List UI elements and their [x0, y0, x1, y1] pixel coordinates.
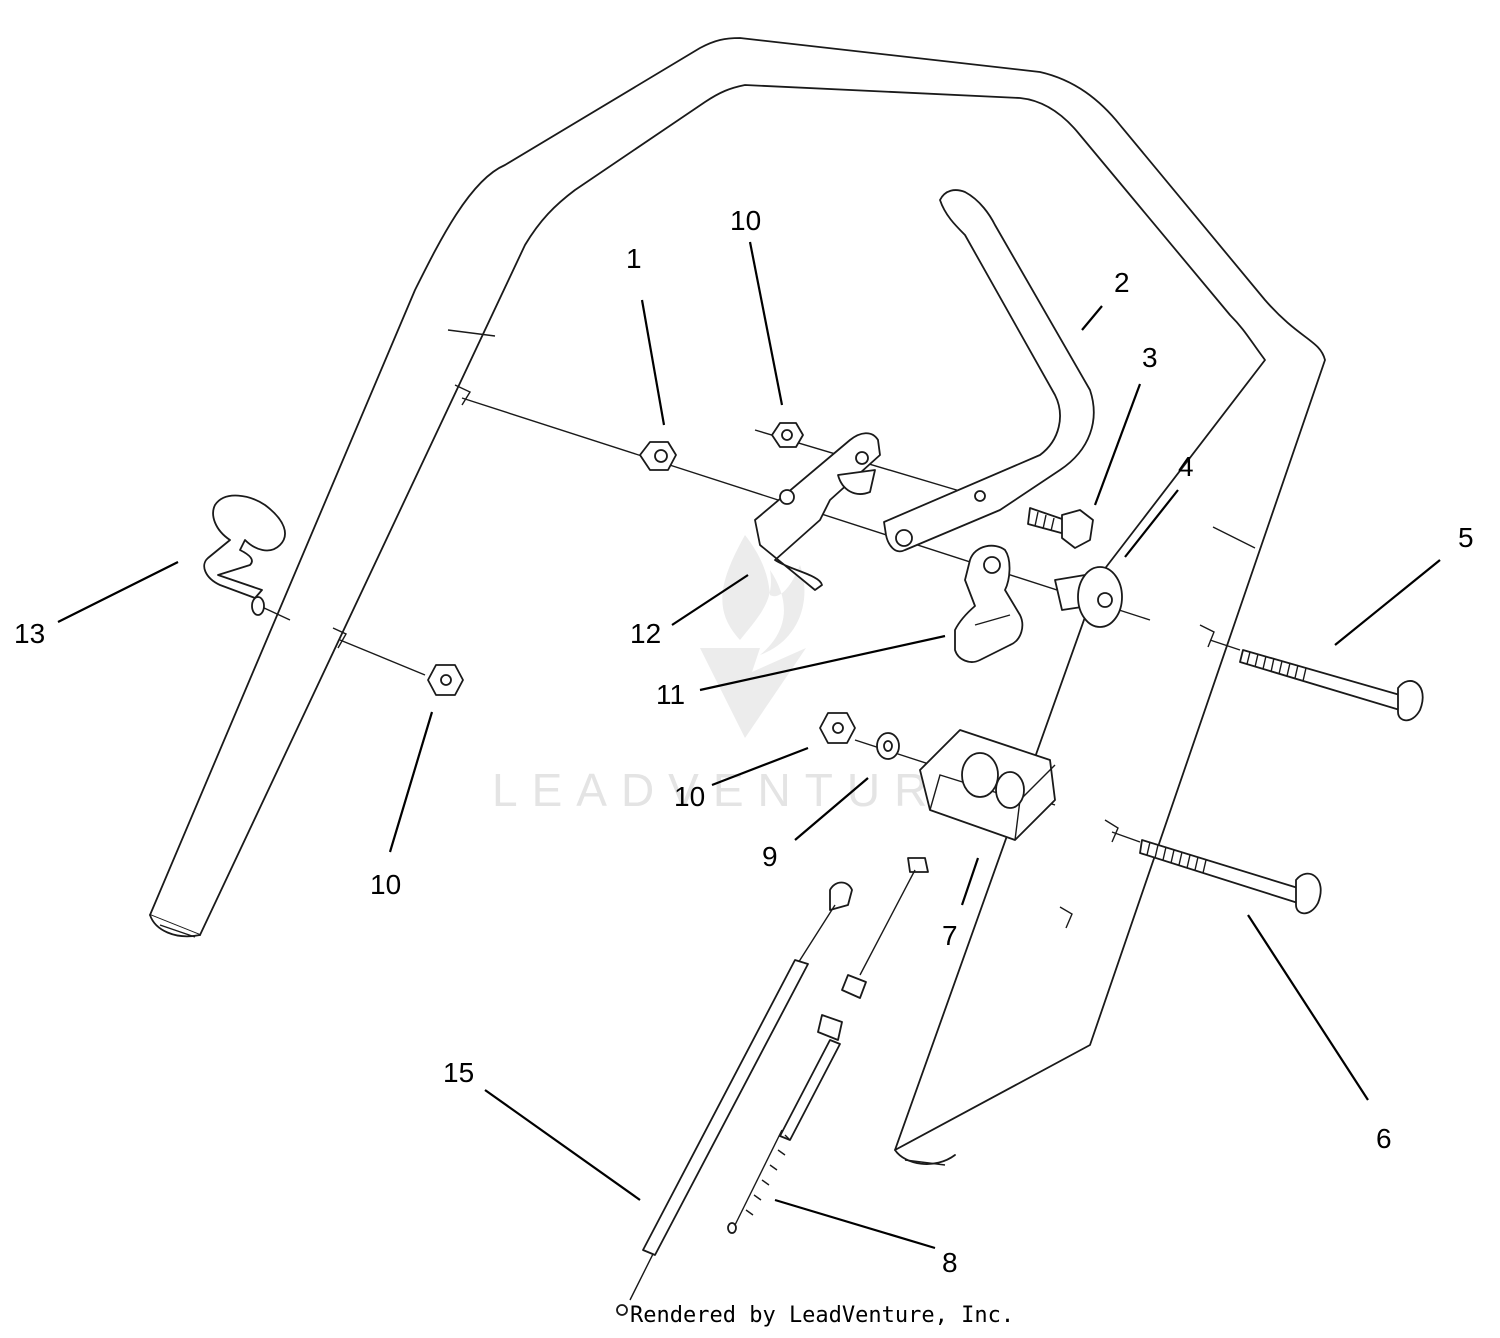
part-6-carriage-bolt: [1139, 839, 1322, 915]
part-2-control-lever: [883, 189, 1095, 553]
callout-1: 1: [626, 243, 642, 274]
part-9-washer: [876, 732, 900, 760]
leader-1: [640, 299, 666, 426]
part-4-spacer: [1054, 566, 1123, 628]
lever-pivot-hole: [895, 529, 913, 547]
callout-10-lower: 10: [674, 781, 705, 812]
bracket-slot: [837, 469, 876, 495]
part-8-adjuster-cable: [727, 857, 929, 1234]
callout-12: 12: [630, 618, 661, 649]
callout-6: 6: [1376, 1123, 1392, 1154]
callout-10-top: 10: [730, 205, 761, 236]
callout-8: 8: [942, 1247, 958, 1278]
part-1-flange-nut: [639, 441, 677, 471]
callout-10-left: 10: [370, 869, 401, 900]
part-5-carriage-bolt: [1239, 649, 1424, 722]
leader-6: [1247, 914, 1369, 1101]
callout-4: 4: [1178, 451, 1194, 482]
leader-11: [699, 634, 946, 692]
bracket-hole-upper: [855, 451, 869, 465]
leader-8: [774, 1198, 936, 1250]
leader-12: [671, 574, 749, 626]
leader-9: [794, 777, 869, 841]
leader-7: [960, 857, 980, 906]
watermark-text: LEADVENTURE: [492, 764, 986, 816]
part-15-cable: [616, 881, 853, 1316]
part-10-hex-nut-lower: [819, 712, 856, 744]
leader-2: [1081, 305, 1103, 331]
part-7-clamp-block: [919, 729, 1056, 841]
part-11-lever-arm: [954, 544, 1024, 663]
watermark: LEADVENTURE: [492, 535, 986, 816]
leader-13: [57, 561, 179, 623]
callout-3: 3: [1142, 342, 1158, 373]
callout-7: 7: [942, 920, 958, 951]
leader-lines: [57, 241, 1441, 1250]
part-10-hex-nut-top: [771, 422, 804, 448]
watermark-v-logo: [700, 648, 806, 738]
callout-2: 2: [1114, 267, 1130, 298]
callout-9: 9: [762, 841, 778, 872]
watermark-flame-logo: [722, 535, 805, 655]
bracket-hole: [779, 489, 795, 505]
render-credit: Rendered by LeadVenture, Inc.: [630, 1303, 1014, 1328]
leader-3: [1093, 383, 1142, 506]
leader-10-lower: [711, 746, 809, 787]
callout-13: 13: [14, 618, 45, 649]
callout-11: 11: [656, 679, 685, 710]
handle-frame: [149, 37, 1326, 1166]
leader-10-left: [388, 711, 434, 853]
leader-15: [484, 1089, 641, 1201]
leader-5: [1334, 559, 1441, 646]
part-13-wire-clip: [203, 494, 286, 616]
callout-5: 5: [1458, 522, 1474, 553]
lever-bolt-hole: [974, 490, 986, 502]
part-10-hex-nut-left: [427, 664, 464, 696]
leader-4: [1124, 489, 1179, 558]
callout-15: 15: [443, 1057, 474, 1088]
leader-10-top: [748, 241, 784, 406]
part-3-bolt: [1027, 507, 1094, 549]
callout-labels: 1 2 3 4 5 6 7 8 9 10 10 10 11 12 13 15: [14, 205, 1474, 1278]
part-12-bracket: [754, 432, 881, 591]
